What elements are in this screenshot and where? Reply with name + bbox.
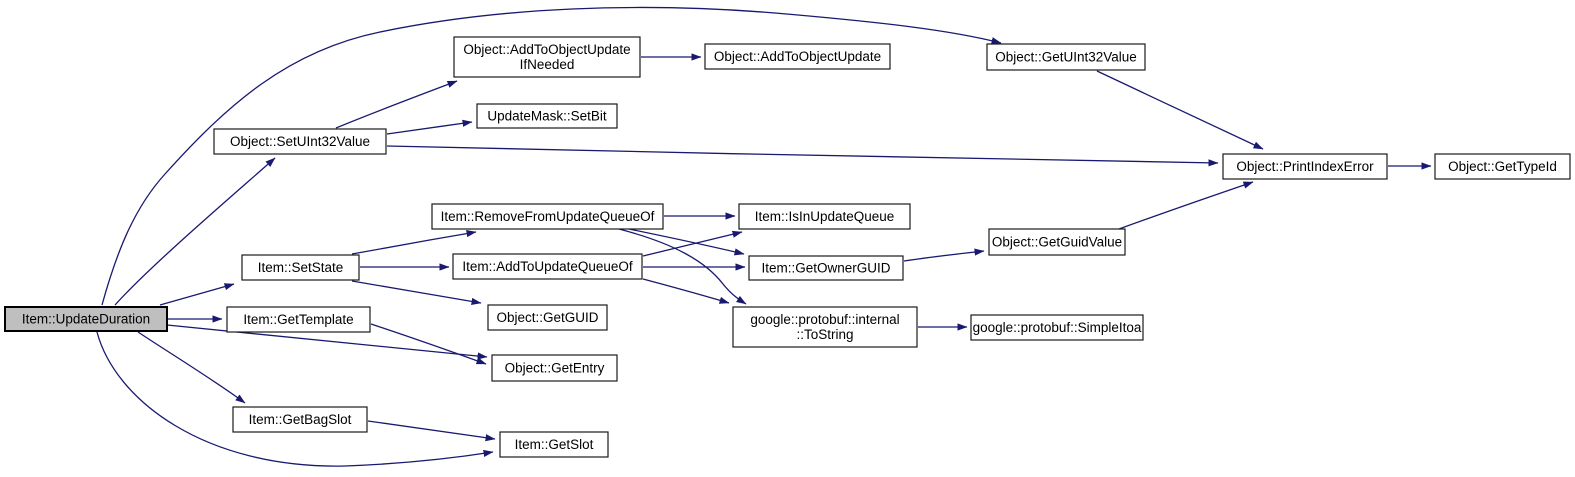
node-object-getentry[interactable]: Object::GetEntry <box>491 354 618 382</box>
edge-item-updateduration--item-getslot <box>96 331 494 467</box>
edge-object-getuint32value--object-printindexerror <box>1096 70 1264 150</box>
node-box[interactable] <box>213 128 387 155</box>
node-label: Object::GetGuidValue <box>992 235 1122 250</box>
edge-object-setuint32value--object-addtoobjectupdateifneeded <box>335 80 458 129</box>
node-box[interactable] <box>487 304 608 331</box>
node-box-highlighted[interactable] <box>4 306 168 332</box>
node-item-updateduration[interactable]: Item::UpdateDuration <box>4 306 168 332</box>
node-label: google::protobuf::internal::ToString <box>750 312 899 342</box>
node-label: Item::IsInUpdateQueue <box>755 209 895 224</box>
node-item-isinupdatequeue[interactable]: Item::IsInUpdateQueue <box>738 203 911 230</box>
node-box[interactable] <box>491 354 618 382</box>
node-label: Item::GetSlot <box>515 437 594 452</box>
node-label: Item::GetTemplate <box>243 312 353 327</box>
node-item-setstate[interactable]: Item::SetState <box>241 254 360 281</box>
edge-item-updateduration--object-getentry <box>166 324 488 360</box>
node-box[interactable] <box>499 431 609 458</box>
edge-item-updateduration--item-setstate <box>159 283 235 306</box>
node-label: Object::PrintIndexError <box>1236 159 1374 174</box>
edge-item-addtoupdatequeueof--google-tostring <box>642 278 730 304</box>
node-item-getownerguid[interactable]: Item::GetOwnerGUID <box>748 255 904 281</box>
node-box[interactable] <box>452 253 643 280</box>
node-box[interactable] <box>476 103 618 129</box>
node-label: Item::UpdateDuration <box>22 312 150 327</box>
node-box[interactable] <box>453 36 641 78</box>
node-box[interactable] <box>738 203 911 230</box>
node-object-gettypeid[interactable]: Object::GetTypeId <box>1434 153 1571 180</box>
edge-object-setuint32value--updatemask-setbit <box>386 119 473 135</box>
node-box[interactable] <box>226 306 371 333</box>
node-box[interactable] <box>970 314 1144 341</box>
node-box[interactable] <box>704 43 891 70</box>
node-box[interactable] <box>1222 153 1388 180</box>
edge-object-setuint32value--object-printindexerror <box>386 145 1219 167</box>
node-object-setuint32value[interactable]: Object::SetUInt32Value <box>213 128 387 155</box>
edge-item-updateduration--item-getbagslot <box>137 331 246 404</box>
node-object-getguidvalue[interactable]: Object::GetGuidValue <box>988 228 1126 256</box>
node-object-addtoobjectupdate[interactable]: Object::AddToObjectUpdate <box>704 43 891 70</box>
node-box[interactable] <box>986 43 1146 71</box>
edge-item-getownerguid--object-getguidvalue <box>903 248 985 262</box>
node-object-getguid[interactable]: Object::GetGUID <box>487 304 608 331</box>
node-box[interactable] <box>232 406 368 433</box>
node-box[interactable] <box>748 255 904 281</box>
node-google-simpleitoa[interactable]: google::protobuf::SimpleItoa <box>970 314 1144 341</box>
node-box[interactable] <box>1434 153 1571 180</box>
node-google-tostring[interactable]: google::protobuf::internal::ToString <box>732 306 918 348</box>
node-object-printindexerror[interactable]: Object::PrintIndexError <box>1222 153 1388 180</box>
edge-item-updateduration--object-getuint32value <box>101 6 1002 306</box>
node-label: Object::GetTypeId <box>1448 159 1557 174</box>
node-label: Item::GetOwnerGUID <box>761 261 890 276</box>
node-label: UpdateMask::SetBit <box>487 109 607 124</box>
node-label: Object::SetUInt32Value <box>230 134 370 149</box>
node-label: Item::RemoveFromUpdateQueueOf <box>441 209 655 224</box>
node-label: Object::GetUInt32Value <box>995 50 1137 65</box>
node-label: Item::SetState <box>258 260 344 275</box>
node-item-getslot[interactable]: Item::GetSlot <box>499 431 609 458</box>
edge-item-removefromupdatequeueof--google-tostring <box>618 228 747 305</box>
node-box[interactable] <box>431 203 664 230</box>
node-box[interactable] <box>988 228 1126 256</box>
node-label: Item::AddToUpdateQueueOf <box>462 259 633 274</box>
edge-item-setstate--object-getguid <box>351 280 482 305</box>
node-label: google::protobuf::SimpleItoa <box>973 320 1142 335</box>
node-label: Object::AddToObjectUpdate <box>714 49 881 64</box>
node-updatemask-setbit[interactable]: UpdateMask::SetBit <box>476 103 618 129</box>
edge-item-gettemplate--object-getentry <box>370 323 487 365</box>
edge-item-getbagslot--item-getslot <box>367 420 496 442</box>
edge-item-addtoupdatequeueof--item-isinupdatequeue <box>642 230 743 257</box>
node-box[interactable] <box>732 306 918 348</box>
node-item-gettemplate[interactable]: Item::GetTemplate <box>226 306 371 333</box>
edge-object-getguidvalue--object-printindexerror <box>1118 181 1254 230</box>
node-label: Item::GetBagSlot <box>249 412 352 427</box>
edge-item-updateduration--object-setuint32value <box>114 157 276 306</box>
edge-item-setstate--item-removefromupdatequeueof <box>351 230 477 255</box>
node-item-removefromupdatequeueof[interactable]: Item::RemoveFromUpdateQueueOf <box>431 203 664 230</box>
node-item-getbagslot[interactable]: Item::GetBagSlot <box>232 406 368 433</box>
node-box[interactable] <box>241 254 360 281</box>
edge-item-removefromupdatequeueof--item-getownerguid <box>628 228 745 256</box>
node-item-addtoupdatequeueof[interactable]: Item::AddToUpdateQueueOf <box>452 253 643 280</box>
node-label: Object::GetGUID <box>496 310 598 325</box>
node-label: Object::GetEntry <box>505 361 605 376</box>
node-object-getuint32value[interactable]: Object::GetUInt32Value <box>986 43 1146 71</box>
